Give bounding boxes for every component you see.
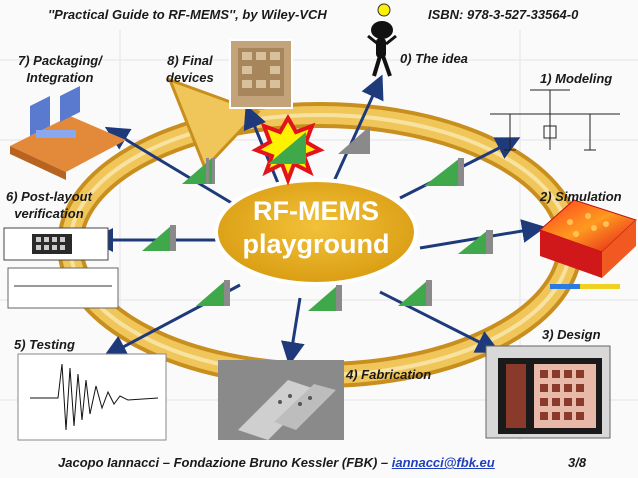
design-image <box>485 345 611 439</box>
arrow-design <box>379 290 501 353</box>
step-icon-design <box>398 280 432 306</box>
footer: Jacopo Iannacci – Fondazione Bruno Kessl… <box>58 455 495 470</box>
final-devices-image <box>229 39 293 109</box>
label-fabrication: 4) Fabrication <box>346 367 432 382</box>
label-postlayout-line1: 6) Post-layout <box>6 189 92 204</box>
label-packaging-line1: 7) Packaging/ <box>18 53 102 68</box>
modeling-schematic <box>490 89 620 151</box>
header-isbn: ISBN: 978-3-527-33564-0 <box>428 7 579 22</box>
header-title: ''Practical Guide to RF-MEMS'', by Wiley… <box>48 7 327 22</box>
footer-author: Jacopo Iannacci – Fondazione Bruno Kessl… <box>58 455 392 470</box>
simulation-image <box>539 199 637 289</box>
fabrication-image <box>218 360 344 440</box>
arrow-fabrication <box>281 297 305 366</box>
step-icon-final <box>182 158 215 184</box>
footer-email-link[interactable]: iannacci@fbk.eu <box>391 455 495 470</box>
center-title-line1: RF-MEMS <box>253 196 379 226</box>
slide-number: 3/8 <box>568 455 587 470</box>
ring-arrowhead <box>167 77 261 171</box>
step-icon-testing <box>196 280 230 306</box>
label-idea: 0) The idea <box>400 51 468 66</box>
label-design: 3) Design <box>542 327 601 342</box>
testing-plot <box>17 353 167 441</box>
label-testing: 5) Testing <box>14 337 75 352</box>
label-packaging: 7) Packaging/ Integration <box>18 52 102 86</box>
label-final-line2: devices <box>166 70 214 85</box>
step-icon-postlayout <box>142 225 176 251</box>
final-devices-starburst <box>251 113 325 186</box>
packaging-image <box>10 86 126 180</box>
label-modeling: 1) Modeling <box>540 71 613 86</box>
label-final-line1: 8) Final <box>167 53 213 68</box>
step-icon-fabrication <box>308 285 342 311</box>
label-simulation: 2) Simulation <box>540 189 622 204</box>
label-postlayout-line2: verification <box>14 206 84 221</box>
label-packaging-line2: Integration <box>26 70 94 85</box>
step-icon-idea <box>338 126 370 154</box>
center-title-line2: playground <box>243 229 390 259</box>
center-node <box>214 178 418 286</box>
idea-figure <box>367 3 397 77</box>
step-icons <box>142 126 493 311</box>
step-icon-simulation <box>458 230 493 254</box>
arrow-packaging <box>104 126 236 207</box>
label-final: 8) Final devices <box>166 52 214 86</box>
label-postlayout: 6) Post-layout verification <box>6 188 92 222</box>
step-icon-modeling <box>424 158 464 186</box>
arrow-idea <box>328 74 384 191</box>
postlayout-image <box>3 227 119 309</box>
